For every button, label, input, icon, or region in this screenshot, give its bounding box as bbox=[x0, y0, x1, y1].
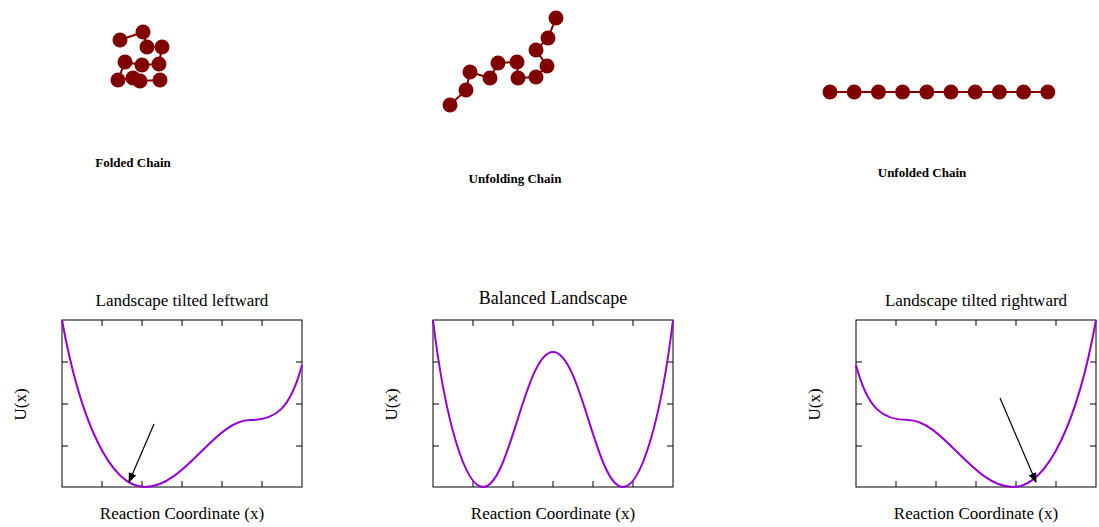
axis-label: U(x) bbox=[805, 388, 822, 420]
chain-bead bbox=[992, 85, 1007, 100]
axis-ticks bbox=[62, 320, 1096, 487]
chain-bead bbox=[459, 83, 474, 98]
axis-label: U(x) bbox=[11, 388, 28, 420]
chain-bead bbox=[153, 73, 168, 88]
chain-bead bbox=[529, 70, 544, 85]
chain-bead bbox=[118, 55, 133, 70]
chain-bead bbox=[491, 56, 506, 71]
chain-bead bbox=[541, 31, 556, 46]
chain-bead bbox=[944, 85, 959, 100]
chain-label: Unfolding Chain bbox=[469, 172, 562, 185]
chain-bead bbox=[1016, 85, 1031, 100]
axis-label: U(x) bbox=[382, 388, 399, 420]
energy-curves bbox=[62, 320, 1096, 487]
chain-bead bbox=[510, 55, 525, 70]
chain-bead bbox=[483, 71, 498, 86]
chain-bead bbox=[152, 57, 167, 72]
pointer-arrows bbox=[129, 398, 1036, 482]
chain-bead bbox=[895, 85, 910, 100]
chain-bead bbox=[1040, 85, 1055, 100]
chain-bead bbox=[823, 85, 838, 100]
chain-bead bbox=[111, 73, 126, 88]
chain-bead bbox=[113, 33, 128, 48]
plot-title: Landscape tilted leftward bbox=[96, 292, 269, 309]
axis-label: Reaction Coordinate (x) bbox=[471, 505, 635, 522]
axis-label: Reaction Coordinate (x) bbox=[894, 505, 1058, 522]
chain-bead bbox=[549, 11, 564, 26]
chain-bond bbox=[830, 91, 1048, 93]
chain-bead bbox=[847, 85, 862, 100]
chain-bead bbox=[136, 25, 151, 40]
chain-label: Folded Chain bbox=[95, 156, 171, 169]
chain-bead bbox=[919, 85, 934, 100]
chain-bead bbox=[140, 40, 155, 55]
plot-title: Balanced Landscape bbox=[479, 289, 627, 307]
chain-bead bbox=[871, 85, 886, 100]
chain-bead bbox=[135, 58, 150, 73]
chain-illustrations bbox=[111, 11, 1056, 113]
chain-bead bbox=[155, 40, 170, 55]
chain-bead bbox=[968, 85, 983, 100]
chain-bead bbox=[443, 98, 458, 113]
plot-frames bbox=[62, 320, 1096, 487]
chain-bond bbox=[450, 18, 556, 105]
axis-label: Reaction Coordinate (x) bbox=[100, 505, 264, 522]
chain-label: Unfolded Chain bbox=[878, 166, 967, 179]
chain-bead bbox=[529, 43, 544, 58]
chain-bead bbox=[133, 74, 148, 89]
plot-title: Landscape tilted rightward bbox=[885, 292, 1067, 309]
chain-bead bbox=[511, 71, 526, 86]
chain-bead bbox=[540, 59, 555, 74]
chain-bead bbox=[463, 65, 478, 80]
